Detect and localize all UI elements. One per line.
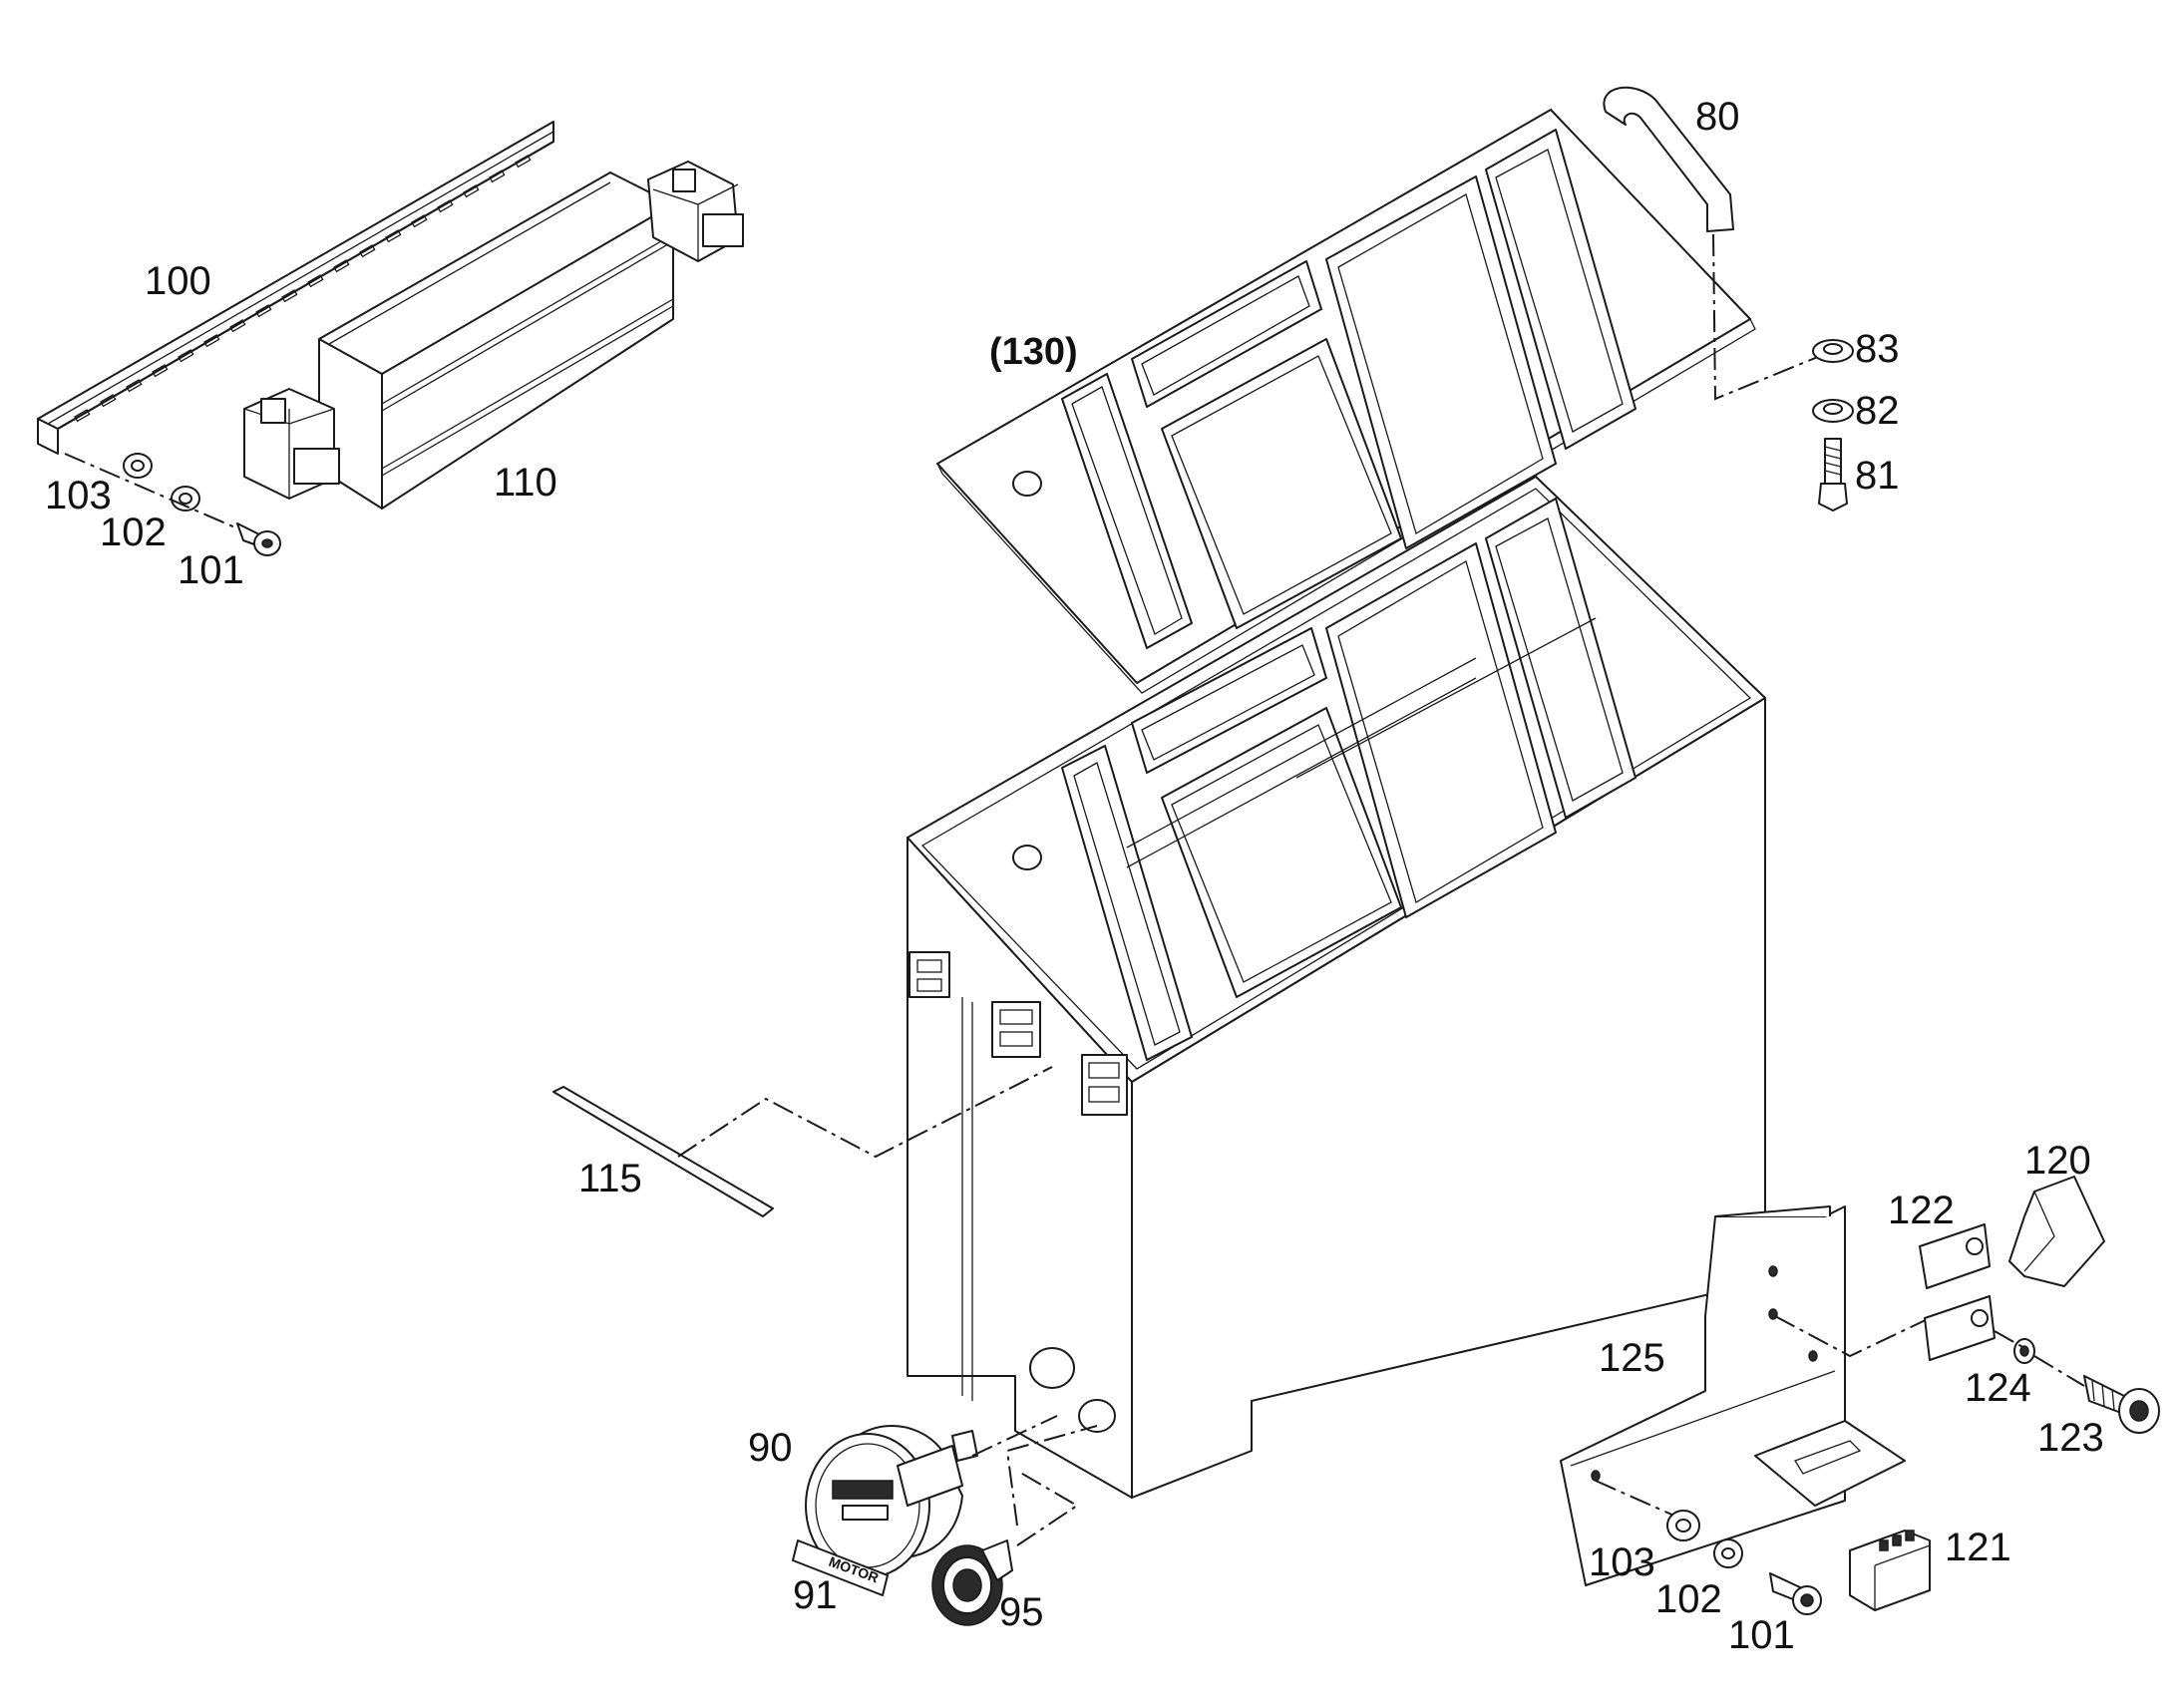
rail-slot xyxy=(203,334,220,348)
screw-81 xyxy=(1818,438,1848,512)
rail-slot xyxy=(307,274,324,288)
hinge-right xyxy=(1081,1054,1128,1116)
rail-slot xyxy=(463,184,480,198)
din-rail-part xyxy=(37,121,554,455)
label-125: 125 xyxy=(1599,1336,1665,1380)
label-102-right: 102 xyxy=(1655,1577,1722,1621)
label-83: 83 xyxy=(1855,327,1900,371)
rail-slot xyxy=(74,409,91,423)
washer-103-right xyxy=(1666,1510,1700,1541)
label-100: 100 xyxy=(145,259,211,303)
label-102-left: 102 xyxy=(100,511,167,554)
rail-slot xyxy=(359,244,376,258)
label-120: 120 xyxy=(2024,1139,2091,1183)
label-123: 123 xyxy=(2037,1416,2104,1460)
label-115: 115 xyxy=(578,1157,642,1200)
label-103-right: 103 xyxy=(1589,1540,1655,1584)
rail-slot xyxy=(152,364,169,378)
rail-slot xyxy=(281,289,298,303)
rail-slot xyxy=(229,319,246,333)
rail-slot xyxy=(126,379,143,393)
washer-102-left xyxy=(171,486,200,512)
label-110: 110 xyxy=(494,461,557,505)
connector-part-121 xyxy=(1849,1530,1931,1611)
label-101-right: 101 xyxy=(1728,1613,1795,1657)
label-122: 122 xyxy=(1888,1189,1955,1232)
rail-slot xyxy=(385,229,402,243)
hour-meter-part-90 xyxy=(805,1425,978,1578)
clip-part-122-bottom xyxy=(1924,1295,1996,1361)
rail-slot xyxy=(255,304,272,318)
hinge-left xyxy=(908,951,950,998)
part-labels: 80 83 82 81 (130) 100 110 103 102 101 11… xyxy=(45,95,2104,1657)
power-supply-part xyxy=(243,161,744,510)
lock-part-120 xyxy=(2008,1176,2105,1287)
label-101-left: 101 xyxy=(178,548,244,592)
label-91: 91 xyxy=(793,1573,838,1617)
rail-slot xyxy=(515,155,532,169)
rail-slot xyxy=(333,259,350,273)
handle-part-80 xyxy=(1603,86,1734,232)
label-90: 90 xyxy=(748,1426,793,1470)
clip-part-122-top xyxy=(1919,1223,1991,1289)
rail-slot xyxy=(437,199,454,213)
rail-slot xyxy=(100,394,117,408)
label-80: 80 xyxy=(1695,95,1740,139)
buzzer-part-95 xyxy=(931,1539,1013,1626)
label-81: 81 xyxy=(1855,454,1900,498)
label-95: 95 xyxy=(999,1590,1044,1634)
screw-123 xyxy=(2083,1375,2160,1434)
lid-part-130 xyxy=(936,109,1756,694)
screw-101-left xyxy=(236,522,281,556)
washer-124 xyxy=(2013,1338,2035,1364)
rail-slot xyxy=(489,170,506,183)
washer-82 xyxy=(1812,399,1854,423)
rail-slot xyxy=(411,214,428,228)
hinge-middle xyxy=(991,1001,1041,1058)
label-103-left: 103 xyxy=(45,474,112,517)
housing-part xyxy=(907,476,1766,1499)
screw-101-right xyxy=(1769,1572,1822,1615)
label-121: 121 xyxy=(1945,1526,2011,1569)
rail-slot xyxy=(178,349,194,363)
label-82: 82 xyxy=(1855,389,1900,433)
washer-83 xyxy=(1812,339,1854,363)
label-124: 124 xyxy=(1965,1366,2031,1410)
bracket-part-125 xyxy=(1560,1205,1906,1586)
washer-102-right xyxy=(1713,1538,1743,1568)
washer-103-left xyxy=(123,453,153,479)
label-130: (130) xyxy=(989,331,1078,373)
seal-strip-115 xyxy=(552,1086,774,1217)
